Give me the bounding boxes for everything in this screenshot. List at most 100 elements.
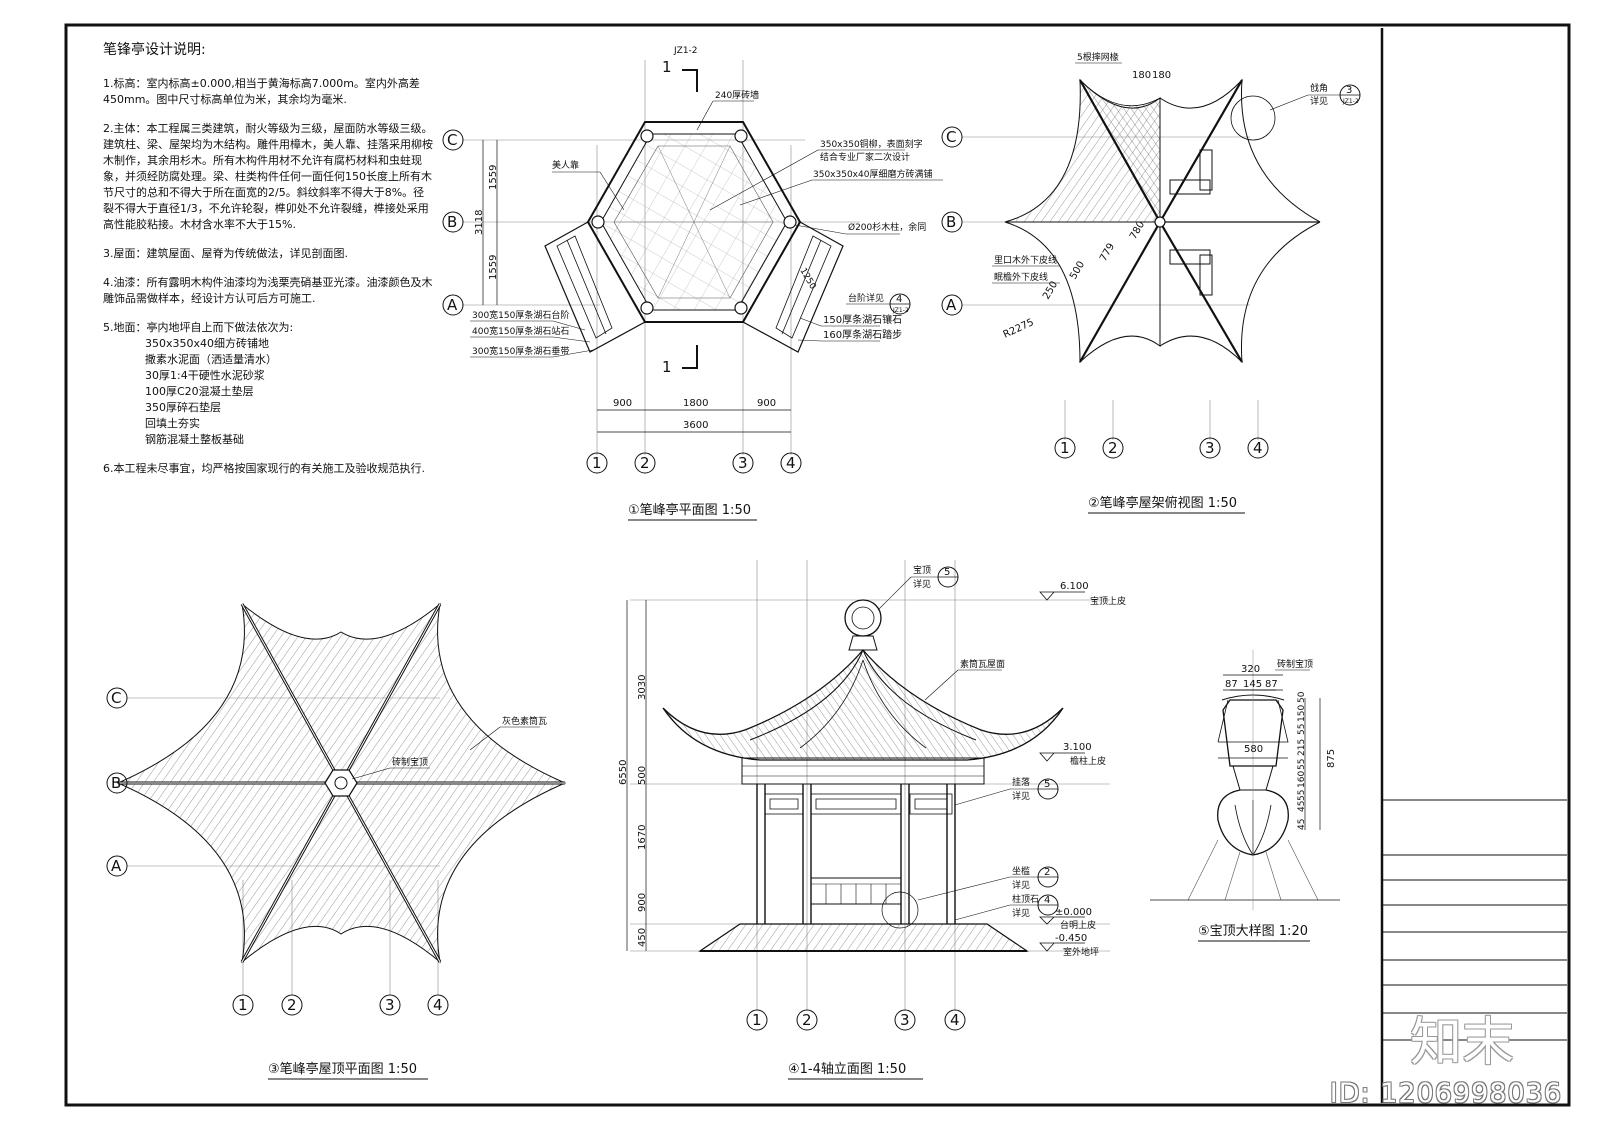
elev-label-seat: 坐槛 (1012, 865, 1030, 877)
elev-label-base: 柱顶石 (1012, 893, 1039, 905)
plan-axis-c: C (447, 131, 457, 149)
plan-axis-1: 1 (592, 454, 602, 472)
floor-layer-2: 撒素水泥面（洒适量清水） (145, 353, 277, 366)
note-5: 5.地面：亭内地坪自上而下做法依次为: (103, 321, 294, 334)
watermark-id: ID: 1206998036 (1329, 1078, 1562, 1109)
plan-label-stone2: 160厚条湖石踏步 (823, 328, 902, 341)
roof-axis-2: 2 (287, 996, 297, 1014)
elev-label-roof: 素筒瓦屋面 (960, 658, 1005, 670)
plan-dim-h2: 1800 (683, 398, 708, 409)
finial-dim-150: 150 (1297, 705, 1307, 722)
elev-axis-3: 3 (900, 1011, 910, 1029)
finial-label: 砖制宝顶 (1277, 658, 1313, 670)
roof-axis-a: A (111, 857, 122, 875)
frame-dim-779: 779 (1098, 241, 1117, 263)
plan-axis-b: B (447, 213, 457, 231)
note-4: 4.油漆：所有露明木构件油漆均为浅栗壳硝基亚光漆。油漆颜色及木雕饰品需做样本，经… (103, 276, 433, 305)
plan-label-stair2: 400宽150厚条湖石站石 (472, 325, 569, 337)
elev-level-0: ±0.000 (1055, 907, 1092, 918)
floor-layer-4: 100厚C20混凝土垫层 (145, 385, 254, 398)
plan-label-wall: 240厚砖墙 (715, 89, 759, 101)
finial-dim-45b: 45 (1297, 819, 1307, 830)
elev-axis-2: 2 (802, 1011, 812, 1029)
notes-title: 笔锋亭设计说明: (103, 42, 206, 58)
finial-dim-55c: 55 (1297, 790, 1307, 801)
section-mark-bottom: 1 (662, 358, 672, 376)
elev-level-6100-label: 宝顶上皮 (1090, 595, 1126, 607)
frame-ref-num: 3 (1346, 85, 1352, 96)
plan-label-1250: 1250 (797, 267, 817, 292)
roof-label-finial: 砖制宝顶 (392, 756, 428, 768)
plan-label-tile: 350x350x40厚细磨方砖满铺 (813, 168, 932, 180)
frame-label-eave: 眠檐外下皮线 (994, 271, 1048, 283)
frame-label-rafters: 5根摔网椽 (1077, 51, 1119, 63)
roof-caption: ③笔峰亭屋顶平面图 1:50 (268, 1061, 417, 1077)
finial-dim-215: 215 (1297, 739, 1307, 756)
elevation-view: 3030 500 1670 900 450 6550 6.100 宝顶上皮 3.… (618, 560, 1126, 1080)
finial-dim-55a: 55 (1297, 724, 1307, 735)
elev-ref-3: 2 (1044, 867, 1050, 878)
frame-dim-180a: 180 (1132, 70, 1151, 81)
titleblock-logo: 知末 (1410, 1013, 1515, 1073)
finial-dim-50: 50 (1297, 691, 1307, 703)
elev-label-hang: 挂落 (1012, 776, 1030, 788)
elev-axis-1: 1 (752, 1011, 762, 1029)
plan-label-copper: 350x350铜柳，表面刻字 (820, 138, 923, 150)
plan-axis-4: 4 (786, 454, 796, 472)
section-mark-top: 1 (662, 58, 672, 76)
frame-dim-180b: 180 (1152, 70, 1171, 81)
roof-plan-view: 灰色素筒瓦 砖制宝顶 C B A 1 2 3 4 ③笔峰亭屋顶平面图 1:50 (106, 602, 567, 1080)
outer-border (64, 23, 1571, 1107)
frame-dim-780: 780 (1128, 219, 1147, 241)
frame-ref-sheet: JZ1-2 (1342, 98, 1359, 105)
elev-level-0-label: 台明上皮 (1060, 919, 1096, 931)
frame-axis-3: 3 (1205, 439, 1215, 457)
elev-label-seat-see: 详见 (1012, 879, 1030, 891)
elev-label-finial-see: 详见 (913, 578, 931, 590)
elev-level-6100: 6.100 (1060, 581, 1089, 592)
elev-level-3100-label: 檐柱上皮 (1070, 755, 1106, 767)
floor-layer-3: 30厚1:4干硬性水泥砂浆 (145, 369, 265, 382)
elev-label-finial: 宝顶 (913, 564, 931, 576)
finial-dim-87a: 87 (1225, 679, 1238, 690)
plan-axis-a: A (447, 296, 458, 314)
plan-tag-top: JZ1-2 (673, 46, 698, 56)
finial-dim-160: 160 (1297, 771, 1307, 788)
finial-dim-875: 875 (1326, 749, 1337, 768)
plan-label-seat: 美人靠 (552, 159, 579, 171)
plan-label-stair1: 300宽150厚条湖石台阶 (472, 309, 569, 321)
elev-level-3100: 3.100 (1063, 742, 1092, 753)
elev-dim-500: 500 (637, 766, 648, 785)
note-1: 1.标高：室内标高±0.000,相当于黄海标高7.000m。室内外高差450mm… (103, 77, 420, 106)
plan-axis-2: 2 (640, 454, 650, 472)
plan-dim-h4: 3600 (683, 420, 708, 431)
elev-dim-900: 900 (637, 893, 648, 912)
finial-dim-45a: 45 (1297, 801, 1307, 812)
plan-label-step-ref: 台阶详见 (848, 292, 884, 304)
plan-caption: ①笔峰亭平面图 1:50 (628, 502, 751, 518)
finial-dim-55b: 55 (1297, 759, 1307, 770)
frame-axis-a: A (946, 296, 957, 314)
plan-axis-3: 3 (738, 454, 748, 472)
plan-label-stair3: 300宽150厚条湖石垂带 (472, 345, 569, 357)
framing-caption: ②笔峰亭屋架俯视图 1:50 (1088, 495, 1237, 511)
plan-label-column: Ø200杉木柱，余同 (848, 221, 926, 233)
elev-level-neg: -0.450 (1055, 933, 1087, 944)
plan-ref-sheet: JZ1-2 (892, 307, 909, 314)
roof-axis-4: 4 (433, 996, 443, 1014)
elev-ref-4: 4 (1044, 895, 1050, 906)
finial-dim-87b: 87 (1265, 679, 1278, 690)
elev-ref-2: 5 (1044, 779, 1050, 790)
frame-axis-c: C (946, 128, 956, 146)
frame-axis-b: B (946, 213, 956, 231)
plan-dim-h3: 900 (757, 398, 776, 409)
plan-dim-v1: 1559 (488, 165, 499, 190)
roof-axis-c: C (111, 689, 121, 707)
elev-label-base-see: 详见 (1012, 907, 1030, 919)
floor-layer-1: 350x350x40细方砖铺地 (145, 337, 270, 350)
elev-dim-3030: 3030 (637, 675, 648, 700)
elev-label-hang-see: 详见 (1012, 790, 1030, 802)
plan-label-stone1: 150厚条湖石镶石 (823, 313, 902, 326)
plan-dim-v2: 3118 (474, 210, 485, 235)
plan-dim-v3: 1559 (488, 255, 499, 280)
